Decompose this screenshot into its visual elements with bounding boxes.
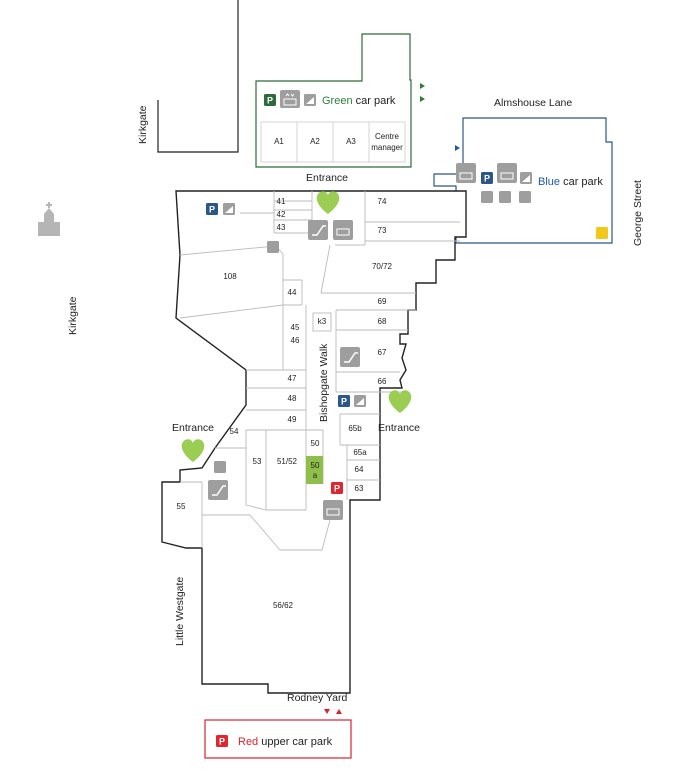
bishopgate-walk-label: Bishopgate Walk <box>318 343 330 422</box>
lift-icon <box>333 220 353 240</box>
unit-64: 64 <box>355 465 364 474</box>
unit-55: 55 <box>177 502 186 511</box>
unit-65b: 65b <box>348 424 362 433</box>
green-car-park-bays: A1 A2 A3 Centre manager <box>260 121 406 163</box>
ramp-icon <box>223 203 235 215</box>
unit-73: 73 <box>378 226 387 235</box>
centre-main-outline <box>161 190 467 694</box>
centre-icons: P P P <box>206 203 366 520</box>
unit-46: 46 <box>291 336 300 345</box>
cash-machine-icon <box>214 461 226 473</box>
unit-44: 44 <box>288 288 297 297</box>
parking-icon <box>338 395 350 407</box>
green-car-park-label: Green car park <box>322 95 396 107</box>
ramp-icon <box>520 172 532 184</box>
almshouse-lane-label: Almshouse Lane <box>494 97 572 109</box>
unit-43: 43 <box>277 223 286 232</box>
cash-machine-icon <box>267 241 279 253</box>
unit-50: 50 <box>311 439 320 448</box>
unit-k3: k3 <box>318 317 327 326</box>
escalator-icon <box>340 347 360 367</box>
parking-icon <box>264 94 276 106</box>
arrow-up-icon <box>336 709 342 714</box>
entrance-top-label: Entrance <box>306 172 348 184</box>
unit-50a-highlight <box>306 456 323 484</box>
unit-108: 108 <box>223 272 237 281</box>
bay-manager: manager <box>371 143 403 152</box>
entrance-top-heart-icon[interactable] <box>316 191 340 214</box>
unit-74: 74 <box>378 197 387 206</box>
red-car-park-box <box>204 719 352 759</box>
entrance-right-label: Entrance <box>378 422 420 434</box>
unit-51-52: 51/52 <box>277 457 298 466</box>
rodney-yard-label: Rodney Yard <box>287 692 347 704</box>
unit-70-72: 70/72 <box>372 262 393 271</box>
disabled-parking-icon <box>596 227 608 239</box>
kirkgate-left-label: Kirkgate <box>67 296 79 335</box>
toilets-icon <box>481 191 493 203</box>
unit-divisions <box>179 191 460 551</box>
svg-text:P: P <box>334 483 340 493</box>
kirkgate-road-line <box>157 0 239 153</box>
arrow-right-icon <box>455 145 460 151</box>
unit-49: 49 <box>288 415 297 424</box>
george-street-label: George Street <box>632 180 644 246</box>
ramp-icon <box>304 94 316 106</box>
unit-labels: 41 42 43 74 73 108 70/72 44 69 45 46 k3 … <box>177 197 393 610</box>
unit-48: 48 <box>288 394 297 403</box>
unit-67: 67 <box>378 348 387 357</box>
unit-69: 69 <box>378 297 387 306</box>
parking-icon <box>206 203 218 215</box>
church-icon <box>38 202 60 236</box>
unit-53: 53 <box>253 457 262 466</box>
escalator-icon <box>208 480 228 500</box>
bay-a1: A1 <box>274 137 284 146</box>
svg-text:P: P <box>267 95 273 105</box>
baby-change-icon <box>519 191 531 203</box>
blue-car-park-header: P Blue car park <box>456 163 608 239</box>
unit-41: 41 <box>277 197 286 206</box>
little-westgate-label: Little Westgate <box>174 577 186 646</box>
parking-icon <box>481 172 493 184</box>
arrow-right-icon <box>420 83 425 89</box>
bay-centre: Centre <box>375 132 400 141</box>
unit-63: 63 <box>355 484 364 493</box>
parking-icon <box>216 735 228 747</box>
unit-54: 54 <box>230 427 239 436</box>
unit-45: 45 <box>291 323 300 332</box>
entrance-left-label: Entrance <box>172 422 214 434</box>
entrance-left-heart-icon[interactable] <box>181 439 205 462</box>
parking-icon <box>331 482 343 494</box>
accessible-toilet-icon <box>499 191 511 203</box>
unit-65a: 65a <box>353 448 367 457</box>
ramp-icon <box>354 395 366 407</box>
unit-68: 68 <box>378 317 387 326</box>
svg-text:P: P <box>484 173 490 183</box>
green-car-park-header: P Green car park <box>264 90 396 108</box>
bay-a3: A3 <box>346 137 356 146</box>
escalator-icon <box>308 220 328 240</box>
svg-text:P: P <box>341 396 347 406</box>
lift-icon <box>323 500 343 520</box>
arrow-down-icon <box>324 709 330 714</box>
svg-text:P: P <box>219 736 225 746</box>
unit-50a-letter: a <box>313 471 318 480</box>
kirkgate-top-label: Kirkgate <box>137 105 149 144</box>
unit-42: 42 <box>277 210 286 219</box>
red-car-park-label: Red upper car park <box>238 736 333 748</box>
svg-text:P: P <box>209 204 215 214</box>
unit-56-62: 56/62 <box>273 601 294 610</box>
bay-a2: A2 <box>310 137 320 146</box>
entrance-right-heart-icon[interactable] <box>388 390 412 413</box>
unit-47: 47 <box>288 374 297 383</box>
arrow-right-icon <box>420 96 425 102</box>
unit-66: 66 <box>378 377 387 386</box>
unit-50a-number: 50 <box>311 461 320 470</box>
blue-car-park-label: Blue car park <box>538 176 603 188</box>
